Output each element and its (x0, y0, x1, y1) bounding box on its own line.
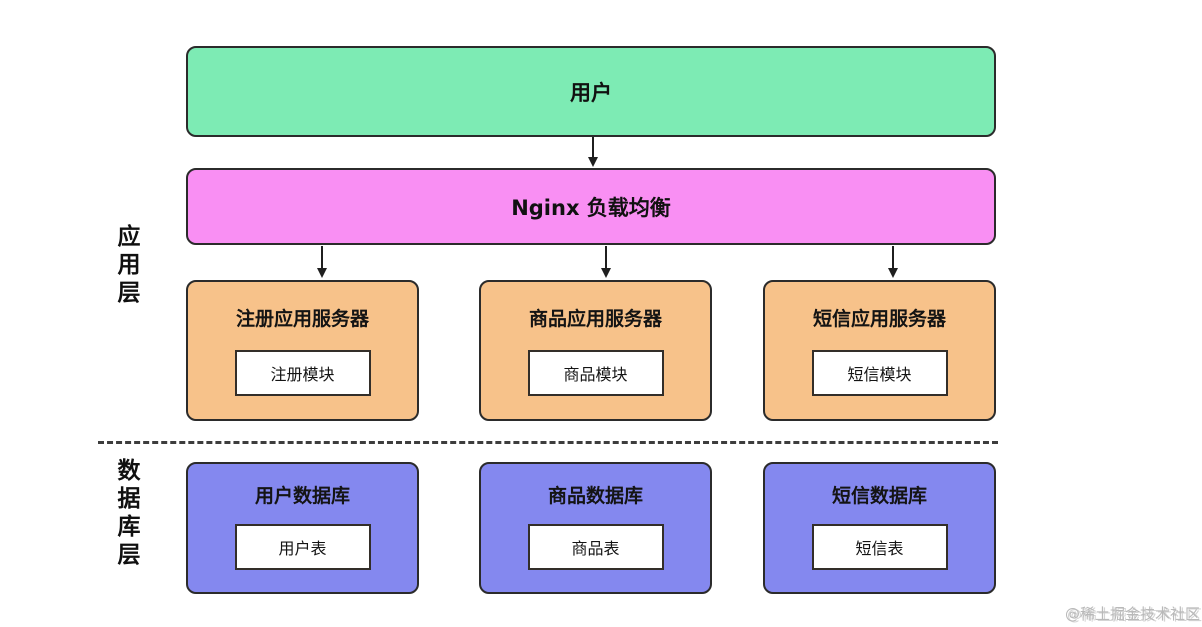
register-module-box: 注册模块 (234, 350, 371, 396)
sms-module-box: 短信模块 (811, 350, 948, 396)
product-app-server-node: 商品应用服务器 商品模块 (479, 280, 712, 421)
sms-database-node: 短信数据库 短信表 (763, 462, 996, 594)
juejin-watermark: @稀土掘金技术社区 (1064, 605, 1200, 623)
user-database-title: 用户数据库 (254, 485, 350, 507)
sms-table-box: 短信表 (811, 524, 948, 570)
user-table-box: 用户表 (234, 524, 371, 570)
arrow-nginx-to-register-server (316, 246, 327, 278)
app-layer-label: 应用层 (113, 224, 139, 308)
user-node-label: 用户 (570, 80, 612, 105)
arrow-nginx-to-product-server (600, 246, 611, 278)
product-database-title: 商品数据库 (547, 485, 643, 507)
product-database-node: 商品数据库 商品表 (479, 462, 712, 594)
register-app-server-node: 注册应用服务器 注册模块 (186, 280, 419, 421)
sms-database-title: 短信数据库 (831, 485, 927, 507)
nginx-load-balancer-node: Nginx 负载均衡 (186, 168, 996, 245)
user-node: 用户 (186, 46, 996, 137)
product-app-server-title: 商品应用服务器 (528, 308, 662, 330)
product-table-box: 商品表 (527, 524, 664, 570)
db-layer-label: 数据库层 (113, 458, 139, 570)
sms-app-server-node: 短信应用服务器 短信模块 (763, 280, 996, 421)
layer-divider-dashed-line (98, 441, 998, 444)
user-database-node: 用户数据库 用户表 (186, 462, 419, 594)
register-app-server-title: 注册应用服务器 (235, 308, 369, 330)
nginx-node-label: Nginx 负载均衡 (511, 195, 671, 220)
sms-app-server-title: 短信应用服务器 (812, 308, 946, 330)
product-module-box: 商品模块 (527, 350, 664, 396)
arrow-user-to-nginx (587, 137, 598, 167)
arrow-nginx-to-sms-server (887, 246, 898, 278)
